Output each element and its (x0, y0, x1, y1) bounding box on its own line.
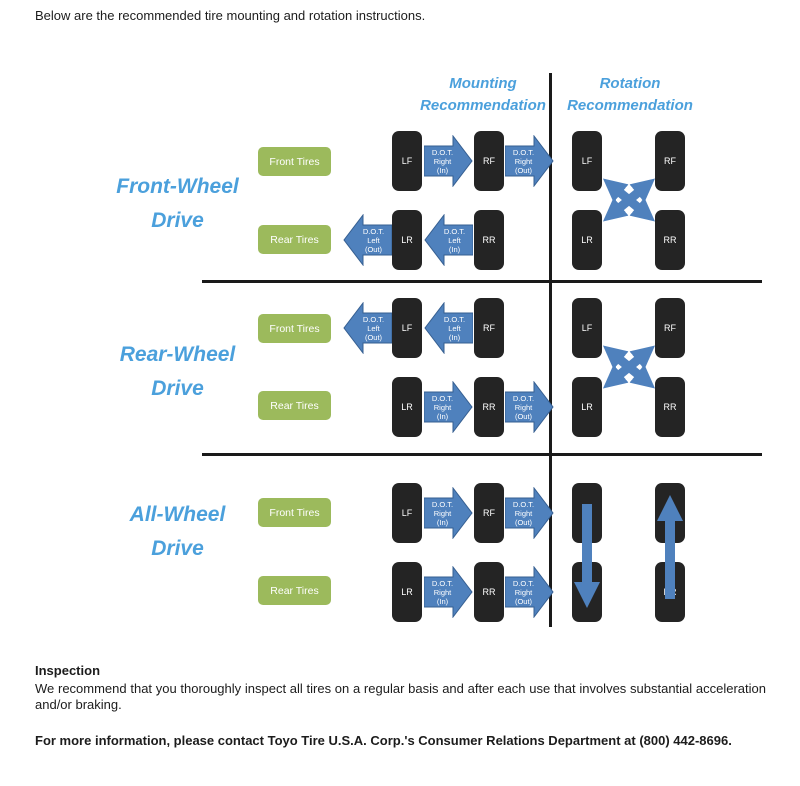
tire-lr: LR (572, 210, 602, 270)
tire-lr: LR (392, 562, 422, 622)
arrow-right-icon (505, 381, 554, 433)
rotation-arrow-up-icon (657, 495, 683, 599)
arrow-left-icon (424, 214, 473, 266)
mounting-arrow-left-out: D.O.T. Left (Out) (343, 302, 392, 354)
arrow-left-icon (343, 214, 392, 266)
mounting-arrow-right-out: D.O.T. Right (Out) (505, 135, 554, 187)
mounting-arrow-right-out: D.O.T. Right (Out) (505, 487, 554, 539)
rear-tires-badge: Rear Tires (258, 391, 331, 420)
arrow-label: D.O.T. Right (In) (431, 393, 454, 421)
row-title-line2: Drive (151, 537, 204, 560)
mounting-header-line1: Mounting (449, 75, 517, 92)
arrow-right-icon (505, 135, 554, 187)
intro-text: Below are the recommended tire mounting … (35, 8, 426, 23)
tire-rf: RF (474, 298, 504, 358)
tire-rf: RF (474, 131, 504, 191)
row-title-line2: Drive (151, 377, 204, 400)
tire-rf: RF (655, 131, 685, 191)
mounting-arrow-left-out: D.O.T. Left (Out) (343, 214, 392, 266)
tire-rf: RF (474, 483, 504, 543)
rotation-header-line1: Rotation (599, 75, 661, 92)
row-title-front-wheel-drive: Front-Wheel Drive (95, 170, 260, 238)
grid-divider-horizontal-1 (202, 280, 762, 283)
row-title-line1: Rear-Wheel (119, 343, 236, 366)
rotation-cross-icon (602, 345, 656, 389)
arrow-label: D.O.T. Right (In) (431, 147, 454, 175)
tire-lf: LF (572, 131, 602, 191)
tire-rr: RR (655, 210, 685, 270)
rotation-arrow-down-icon (574, 504, 600, 608)
grid-divider-vertical (549, 73, 552, 627)
arrow-label: D.O.T. Right (Out) (512, 578, 535, 606)
contact-paragraph: For more information, please contact Toy… (35, 733, 732, 748)
arrow-label: D.O.T. Left (In) (443, 314, 466, 342)
front-tires-badge: Front Tires (258, 147, 331, 176)
row-title-line1: Front-Wheel (116, 175, 239, 198)
arrow-label: D.O.T. Right (Out) (512, 393, 535, 421)
arrow-label: D.O.T. Right (In) (431, 578, 454, 606)
front-tires-badge: Front Tires (258, 498, 331, 527)
rear-tires-badge: Rear Tires (258, 576, 331, 605)
mounting-arrow-right-out: D.O.T. Right (Out) (505, 566, 554, 618)
inspection-heading: Inspection (35, 663, 101, 678)
rotation-cross-icon (602, 178, 656, 222)
arrow-left-icon (343, 302, 392, 354)
mounting-header-line2: Recommendation (420, 97, 546, 114)
tire-lr: LR (572, 377, 602, 437)
mounting-arrow-right-in: D.O.T. Right (In) (424, 487, 473, 539)
row-title-all-wheel-drive: All-Wheel Drive (95, 498, 260, 566)
tire-lf: LF (572, 298, 602, 358)
tire-rr: RR (474, 562, 504, 622)
rotation-header-line2: Recommendation (567, 97, 693, 114)
mounting-arrow-left-in: D.O.T. Left (In) (424, 302, 473, 354)
arrow-right-icon (505, 566, 554, 618)
arrow-label: D.O.T. Right (Out) (512, 499, 535, 527)
rotation-column-header: Rotation Recommendation (560, 73, 700, 117)
tire-rr: RR (655, 377, 685, 437)
arrow-right-icon (424, 135, 473, 187)
arrow-right-icon (424, 381, 473, 433)
arrow-label: D.O.T. Right (In) (431, 499, 454, 527)
arrow-label: D.O.T. Left (Out) (362, 314, 385, 342)
mounting-arrow-left-in: D.O.T. Left (In) (424, 214, 473, 266)
mounting-arrow-right-in: D.O.T. Right (In) (424, 566, 473, 618)
arrow-label: D.O.T. Left (Out) (362, 226, 385, 254)
arrow-label: D.O.T. Left (In) (443, 226, 466, 254)
arrow-label: D.O.T. Right (Out) (512, 147, 535, 175)
front-tires-badge: Front Tires (258, 314, 331, 343)
arrow-right-icon (424, 566, 473, 618)
rear-tires-badge: Rear Tires (258, 225, 331, 254)
tire-lf: LF (392, 298, 422, 358)
grid-divider-horizontal-2 (202, 453, 762, 456)
tire-rr: RR (474, 210, 504, 270)
row-title-line2: Drive (151, 209, 204, 232)
arrow-right-icon (505, 487, 554, 539)
mounting-column-header: Mounting Recommendation (413, 73, 553, 117)
inspection-paragraph: We recommend that you thoroughly inspect… (35, 681, 766, 712)
tire-lf: LF (392, 483, 422, 543)
tire-lf: LF (392, 131, 422, 191)
mounting-arrow-right-in: D.O.T. Right (In) (424, 135, 473, 187)
arrow-left-icon (424, 302, 473, 354)
tire-lr: LR (392, 210, 422, 270)
mounting-arrow-right-out: D.O.T. Right (Out) (505, 381, 554, 433)
tire-rf: RF (655, 298, 685, 358)
row-title-rear-wheel-drive: Rear-Wheel Drive (95, 338, 260, 406)
arrow-right-icon (424, 487, 473, 539)
mounting-arrow-right-in: D.O.T. Right (In) (424, 381, 473, 433)
tire-lr: LR (392, 377, 422, 437)
tire-rr: RR (474, 377, 504, 437)
row-title-line1: All-Wheel (129, 503, 226, 526)
